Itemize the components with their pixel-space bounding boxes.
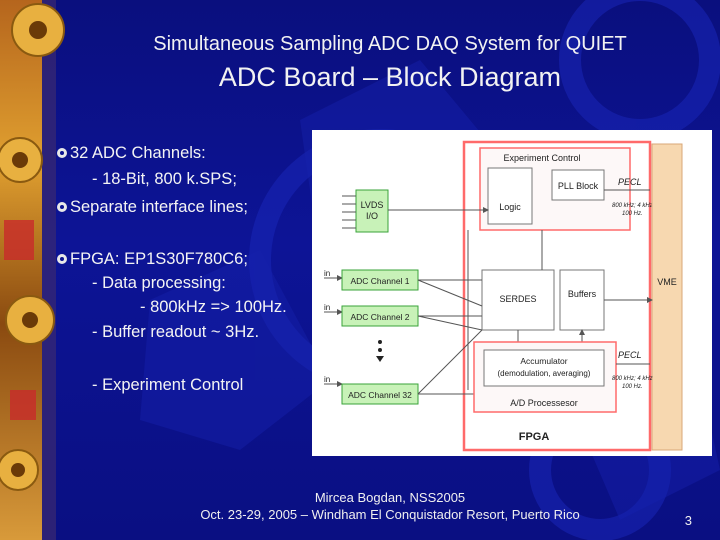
ellipsis-dots: [376, 340, 384, 362]
adc-channel-2-label: ADC Channel 2: [350, 312, 409, 322]
logic-label: Logic: [499, 202, 521, 212]
gear-bullet-icon: [57, 254, 67, 264]
footer-event: Oct. 23-29, 2005 – Windham El Conquistad…: [200, 507, 580, 522]
fpga-label: FPGA: [519, 431, 550, 443]
slide-title-line2: ADC Board – Block Diagram: [218, 62, 562, 92]
fpga-border: [462, 140, 652, 452]
page-number: 3: [684, 513, 692, 528]
adc-channel-1-label: ADC Channel 1: [350, 276, 409, 286]
accumulator-sublabel: (demodulation, averaging): [498, 369, 591, 378]
buffers-label: Buffers: [568, 289, 597, 299]
io-label: I/O: [366, 211, 378, 221]
pecl-top-label: PECL: [618, 177, 642, 187]
footer: Mircea Bogdan, NSS2005 Oct. 23-29, 2005 …: [150, 489, 630, 523]
bullet-item: FPGA: EP1S30F780C6;: [70, 250, 248, 268]
freq-bottom-line1: 800 kHz; 4 kHz: [612, 376, 653, 382]
in-label: in: [324, 375, 330, 384]
lvds-io-box: [355, 189, 389, 233]
footer-author: Mircea Bogdan, NSS2005: [314, 490, 466, 505]
bullet-subitem: - Buffer readout ~ 3Hz.: [92, 323, 260, 341]
pll-block-box: [551, 169, 605, 201]
serdes-box: [481, 269, 555, 331]
freq-bottom-line2: 100 Hz.: [622, 384, 643, 390]
bullet-subitem: - 800kHz => 100Hz.: [140, 298, 287, 316]
adc-channel-32-label: ADC Channel 32: [348, 390, 412, 400]
gear-bullet-icon: [57, 148, 67, 158]
lvds-label: LVDS: [361, 200, 384, 210]
freq-top-line1: 800 kHz; 4 kHz: [612, 203, 653, 209]
bullet-subitem: - Experiment Control: [92, 376, 244, 394]
block-diagram-svg: Experiment Control Logic PLL Block LVDS …: [324, 140, 683, 452]
pll-block-label: PLL Block: [558, 181, 599, 191]
bullet-subitem: - Data processing:: [92, 274, 226, 292]
logic-box: [487, 167, 533, 225]
block-diagram: Experiment Control Logic PLL Block LVDS …: [312, 130, 712, 456]
bullet-subitem: - 18-Bit, 800 k.SPS;: [92, 170, 237, 188]
accumulator-label: Accumulator: [520, 356, 567, 366]
bullet-item: Separate interface lines;: [70, 198, 248, 216]
freq-top-line2: 100 Hz.: [622, 211, 643, 217]
ad-processor-label: A/D Processesor: [510, 398, 578, 408]
pecl-bottom-label: PECL: [618, 350, 642, 360]
serdes-label: SERDES: [499, 294, 536, 304]
in-label: in: [324, 269, 330, 278]
vme-bar: [651, 143, 683, 451]
buffers-box: [559, 269, 605, 331]
experiment-control-label: Experiment Control: [503, 153, 580, 163]
vme-label: VME: [657, 277, 677, 287]
gear-bullet-icon: [57, 202, 67, 212]
accumulator-box: [483, 349, 605, 387]
slide-title-line1: Simultaneous Sampling ADC DAQ System for…: [153, 33, 627, 55]
bullet-item: 32 ADC Channels:: [70, 144, 206, 162]
gear-strip-decoration: [0, 0, 65, 540]
in-label: in: [324, 303, 330, 312]
